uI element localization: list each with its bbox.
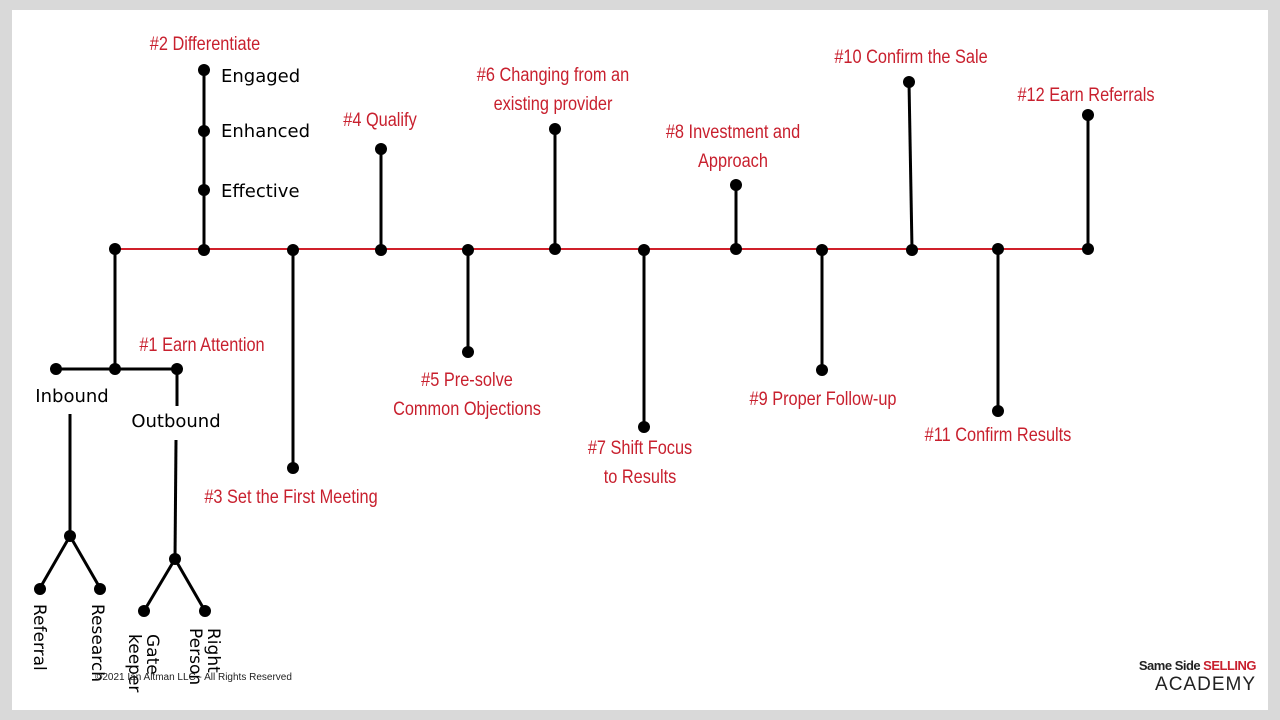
branch-dot-inbound: [64, 530, 76, 542]
timeline-dot: [638, 244, 650, 256]
gatekeeper-label-line1: Gate: [142, 634, 162, 675]
leaf-dot-referral: [34, 583, 46, 595]
connector-step10: [907, 81, 914, 250]
timeline-dot: [549, 243, 561, 255]
leaf-dot-research: [94, 583, 106, 595]
timeline-dot: [730, 243, 742, 255]
level-dot-engaged: [198, 64, 210, 76]
step-4-label: #4 Qualify: [343, 109, 417, 130]
end-dot-step12: [1082, 109, 1094, 121]
branch-dot-outbound: [169, 553, 181, 565]
branch-dot: [171, 363, 183, 375]
level-dot-enhanced: [198, 125, 210, 137]
connector-gatekeeper: [142, 558, 177, 612]
timeline-dot: [462, 244, 474, 256]
right-person-label-line2: Person: [185, 628, 205, 685]
connector-referral: [38, 535, 72, 589]
step-7-label-line2: to Results: [604, 466, 677, 487]
leaf-dot-gatekeeper: [138, 605, 150, 617]
timeline-dot: [375, 244, 387, 256]
connectors: [38, 70, 1090, 612]
step-1-label: #1 Earn Attention: [139, 334, 264, 355]
logo-line2: ACADEMY: [1155, 674, 1256, 695]
leaf-dot-right-person: [199, 605, 211, 617]
level-effective: Effective: [221, 181, 300, 202]
step-9-label: #9 Proper Follow-up: [750, 388, 897, 409]
step-3-label: #3 Set the First Meeting: [204, 486, 377, 507]
step-10-label: #10 Confirm the Sale: [834, 46, 988, 67]
end-dot-step9: [816, 364, 828, 376]
connector-right-person: [173, 558, 207, 612]
step-2-label: #2 Differentiate: [150, 33, 261, 54]
branch-dot: [109, 363, 121, 375]
level-enhanced: Enhanced: [221, 121, 310, 142]
step-5-label-line2: Common Objections: [393, 398, 541, 419]
right-person-label-line1: Right: [203, 628, 223, 673]
step-11-label: #11 Confirm Results: [925, 424, 1072, 445]
level-engaged: Engaged: [221, 66, 300, 87]
end-dot-step5: [462, 346, 474, 358]
timeline-dot: [992, 243, 1004, 255]
step-5-label: #5 Pre-solve: [421, 369, 513, 390]
gatekeeper-label-line2: keeper: [124, 634, 144, 692]
end-dot-step6: [549, 123, 561, 135]
timeline-dot: [287, 244, 299, 256]
level-dot-effective: [198, 184, 210, 196]
end-dot-step3: [287, 462, 299, 474]
nodes: [34, 64, 1094, 617]
end-dot-step7: [638, 421, 650, 433]
right-person-label: Right Person: [185, 628, 223, 685]
timeline-dot: [1082, 243, 1094, 255]
timeline-dot: [109, 243, 121, 255]
timeline-dot: [906, 244, 918, 256]
step-7-label: #7 Shift Focus: [588, 437, 692, 458]
connector-research: [68, 535, 102, 589]
slide: #1 Earn Attention #2 Differentiate #3 Se…: [12, 10, 1268, 710]
timeline-dot: [816, 244, 828, 256]
step-8-label-line2: Approach: [698, 150, 768, 171]
inbound-label: Inbound: [35, 386, 108, 407]
step-6-label-line2: existing provider: [494, 93, 613, 114]
copyright-text: ©2021 Ian Altman LLC - All Rights Reserv…: [95, 672, 292, 683]
sales-process-diagram: #1 Earn Attention #2 Differentiate #3 Se…: [29, 33, 1257, 695]
end-dot-step10: [903, 76, 915, 88]
step-12-label: #12 Earn Referrals: [1017, 84, 1154, 105]
referral-label: Referral: [29, 604, 49, 671]
research-label: Research: [87, 604, 107, 682]
step-6-label: #6 Changing from an: [477, 64, 629, 85]
connector-outbound-stem: [173, 439, 178, 560]
end-dot-step8: [730, 179, 742, 191]
end-dot-step11: [992, 405, 1004, 417]
step-8-label: #8 Investment and: [666, 121, 800, 142]
end-dot-step4: [375, 143, 387, 155]
gatekeeper-label: Gate keeper: [124, 634, 162, 692]
outbound-label: Outbound: [131, 411, 220, 432]
branch-dot: [50, 363, 62, 375]
timeline-dot: [198, 244, 210, 256]
